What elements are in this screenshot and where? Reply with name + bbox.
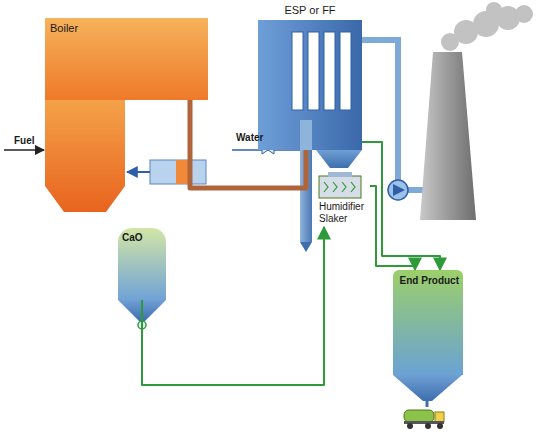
stack [420,52,476,220]
slaker-screw [342,182,346,192]
collector-plate [324,32,335,110]
node-label: CaO [122,232,162,244]
fan-duct [408,187,424,193]
air-heater-core [176,160,188,184]
slaker-feed [328,172,352,177]
slaker-screw [333,182,337,192]
esp-housing [258,20,362,150]
truck-wheel [407,423,413,429]
fuel-arrow [4,149,44,151]
reactor-bottom [300,242,312,252]
stream-label: Fuel [14,135,35,146]
humidifier-slaker: Humidifier Slaker [316,172,370,227]
slaker-unit [318,172,362,200]
end-product-silo: End Product [393,270,463,375]
boiler-furnace [45,99,125,212]
smoke-puff [486,2,502,18]
air-heater [150,160,206,184]
slaker-screw [351,182,355,192]
collector-plate [292,32,303,110]
air-return-arrow [127,171,150,173]
esp-box: ESP or FF [258,4,362,150]
id-fan [388,180,408,200]
collector-plate [308,32,319,110]
material-line [362,142,440,270]
slaker-screw [324,182,328,192]
truck [404,410,444,429]
cao-silo: CaO [118,228,166,300]
truck-cab [435,412,444,422]
product-silo-cone [393,375,462,401]
truck-tank [404,410,434,422]
flue-duct [362,40,398,180]
collector-plate [340,32,351,110]
smoke-puff [515,5,533,23]
reactor-inlet [300,120,312,150]
slaker-body [319,176,361,198]
smoke [441,2,533,51]
node-label: ESP or FF [258,4,362,17]
truck-wheel [425,423,431,429]
node-label: Humidifier Slaker [316,200,370,227]
stream-label: Water [236,132,263,143]
material-line [370,186,415,270]
node-label: Boiler [50,22,203,35]
esp-hopper [316,150,362,168]
material-line [142,227,324,385]
id-fan-arrow [393,184,405,196]
silo-outlet [426,401,429,407]
boiler-box: Boiler [45,18,208,100]
truck-wheel [437,423,443,429]
esp-shell [258,20,362,150]
node-label: End Product [397,275,459,287]
